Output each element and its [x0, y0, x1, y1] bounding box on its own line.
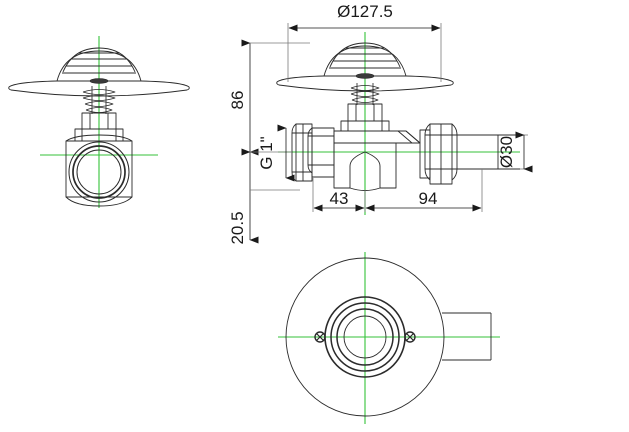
plan-outer-circle [285, 257, 445, 417]
plan-screw-left [314, 331, 326, 343]
left-union-nut [291, 123, 335, 182]
valve-bore-rings [68, 141, 130, 203]
dim-text-diameter-handwheel: Ø127.5 [337, 2, 393, 21]
right-union-nut [419, 123, 458, 185]
front-elevation-view [276, 32, 520, 215]
dimension-annotations [241, 23, 533, 244]
front-view-centerlines [278, 32, 520, 215]
dim-text-86: 86 [228, 91, 247, 110]
dim-height-205 [241, 148, 300, 244]
valve-spring [82, 86, 116, 114]
front-valve-spring [350, 83, 380, 105]
dim-height-86 [241, 39, 310, 156]
plan-view-centerlines [278, 252, 500, 424]
valve-body-front [333, 130, 421, 191]
left-view-centerlines [40, 36, 158, 208]
dim-length-94 [365, 169, 483, 212]
dim-diameter-handwheel [287, 23, 442, 82]
dim-text-diameter-30: Ø30 [497, 136, 516, 168]
front-handwheel-brim [276, 73, 454, 92]
plan-view [278, 252, 500, 424]
plan-ring-4 [343, 315, 387, 359]
dim-text-94: 94 [419, 189, 438, 208]
left-side-view [8, 36, 190, 208]
dim-text-thread-g1: G 1" [257, 136, 276, 169]
plan-screw-right [404, 331, 416, 343]
dim-length-43 [312, 178, 366, 212]
front-handwheel-dome [323, 42, 407, 77]
plan-ring-3 [336, 308, 394, 366]
dim-text-43: 43 [330, 189, 349, 208]
plan-ring-2 [330, 302, 400, 372]
handwheel-brim [8, 78, 190, 97]
handwheel-dome [56, 47, 142, 82]
plan-outlet-spigot [442, 312, 492, 361]
valve-body-face [65, 134, 133, 207]
outlet-tube [457, 134, 520, 170]
dim-diameter-30 [515, 131, 533, 173]
dimension-texts: Ø127.5 86 20.5 G 1" 43 94 Ø30 [228, 2, 516, 245]
dim-text-205: 20.5 [228, 211, 247, 244]
